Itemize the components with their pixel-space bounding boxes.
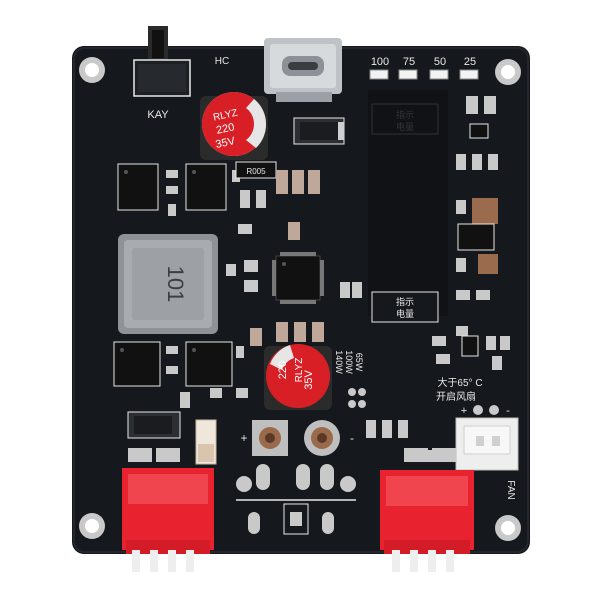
label-led-50: 50 — [434, 56, 446, 68]
usb-c-connector — [264, 38, 342, 102]
label-temp-line2: 开启风扇 — [436, 390, 476, 403]
cap-top-value: 220 — [215, 121, 235, 137]
terminal-square-pad — [252, 420, 288, 456]
diode-top — [293, 117, 345, 145]
mosfet-ul-2 — [185, 163, 227, 211]
label-r005: R005 — [246, 167, 266, 176]
smd-lower-left — [166, 322, 324, 374]
red-connector-right — [380, 448, 474, 572]
mosfet-ul-1 — [117, 163, 159, 211]
mounting-hole-tl — [79, 57, 105, 83]
label-plus-left: + — [240, 431, 247, 445]
cap-bot-value: 220 — [277, 361, 289, 379]
silk-box-mid — [371, 291, 439, 323]
cap-top-voltage: 35V — [215, 135, 237, 151]
mounting-hole-tr — [495, 59, 521, 85]
capacitor-bottom — [264, 344, 332, 410]
label-power-100: 100W — [344, 350, 354, 374]
inductor-101 — [118, 234, 218, 334]
label-hc: HC — [215, 56, 229, 67]
mounting-hole-bl — [79, 513, 105, 539]
fan-connector — [455, 417, 519, 471]
smd-right-column — [456, 96, 498, 300]
fuse — [195, 419, 217, 465]
mosfet-ll-1 — [113, 341, 161, 387]
terminal-round-pad — [304, 420, 340, 456]
slot-pads — [236, 464, 356, 535]
label-fan-minus: - — [506, 405, 510, 417]
mosfet-ll-2 — [185, 341, 233, 387]
mounting-hole-br — [495, 515, 521, 541]
power-select-pads — [348, 388, 366, 408]
cap-bot-voltage: 35V — [303, 370, 315, 390]
label-fan-plus: + — [461, 405, 467, 417]
controller-ic — [272, 252, 324, 304]
label-inductor: 101 — [163, 266, 188, 303]
smd-around-ic — [226, 260, 362, 298]
diode-bottom — [127, 411, 181, 439]
label-fan: FAN — [505, 480, 516, 499]
label-power-140: 140W — [334, 350, 344, 374]
capacitor-top — [200, 92, 268, 160]
fan-pads — [473, 405, 499, 415]
label-led-75: 75 — [403, 56, 415, 68]
label-temp-line1: 大于65° C — [437, 376, 482, 389]
red-connector-left — [122, 448, 214, 572]
push-button — [133, 26, 191, 97]
label-minus-left: - — [350, 431, 354, 445]
blank-silk-area — [368, 90, 448, 316]
label-kay: KAY — [147, 109, 169, 121]
smd-group-center — [238, 170, 320, 240]
label-power-65: 65W — [354, 353, 364, 372]
led-indicators — [369, 69, 479, 80]
label-chn-mid-a: 指示 — [396, 296, 414, 307]
cap-top-brand: RLYZ — [212, 108, 239, 124]
label-chn-mid-b: 电量 — [396, 308, 414, 319]
label-led-25: 25 — [464, 56, 476, 68]
cap-bot-brand: RLYZ — [294, 358, 305, 383]
label-led-100: 100 — [371, 56, 389, 68]
